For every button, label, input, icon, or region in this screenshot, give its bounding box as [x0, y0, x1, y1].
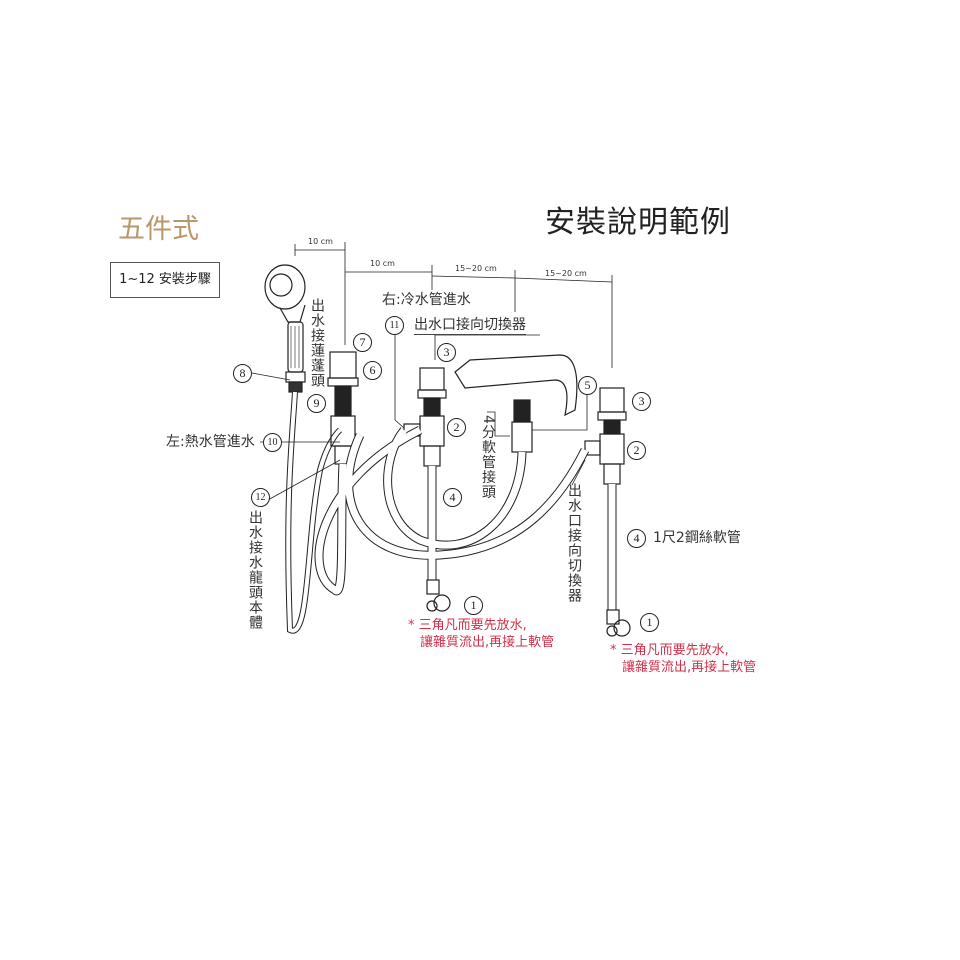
step-9: 9 [307, 394, 326, 413]
waterfall-spout [454, 354, 578, 417]
center-riser [403, 367, 447, 467]
note-2-line-1: * 三角凡而要先放水, [610, 643, 729, 658]
side-diverter-label: 出水口接向切換器 [566, 483, 582, 603]
angle-valve-right [606, 609, 631, 637]
step-4: 4 [443, 488, 462, 507]
step-1: 1 [464, 596, 483, 615]
shower-outlet-label: 出水接蓮蓬頭 [309, 298, 325, 388]
shower-head [264, 264, 306, 393]
step-3: 3 [632, 392, 651, 411]
hot-water-label: 左:熱水管進水 [166, 434, 255, 450]
angle-valve-left [426, 579, 451, 612]
step-8: 8 [233, 364, 252, 383]
hose-fitting-label: 4分軟管接頭 [480, 415, 496, 500]
step-7: 7 [353, 333, 372, 352]
step-12: 12 [251, 488, 270, 507]
steel-hose-label: 1尺2鋼絲軟管 [653, 530, 741, 546]
dimension-label: 10 cm [370, 259, 395, 268]
step-6: 6 [363, 361, 382, 380]
step-3: 3 [437, 343, 456, 362]
note-1-line-2: 讓雜質流出,再接上軟管 [420, 635, 555, 650]
step-1: 1 [640, 613, 659, 632]
step-2: 2 [447, 418, 466, 437]
step-11: 11 [385, 316, 404, 335]
note-1-line-1: * 三角凡而要先放水, [408, 618, 527, 633]
step-5: 5 [578, 376, 597, 395]
dimension-label: 15~20 cm [455, 264, 497, 273]
note-2-line-2: 讓雜質流出,再接上軟管 [622, 660, 757, 675]
step-4: 4 [627, 529, 646, 548]
step-10: 10 [263, 433, 282, 452]
right-riser [584, 387, 627, 485]
page-title: 安裝說明範例 [545, 205, 731, 240]
dimension-label: 10 cm [308, 237, 333, 246]
outlet-to-diverter-label: 出水口接向切換器 [414, 317, 526, 335]
faucet-outlet-label: 出水接水龍頭本體 [247, 510, 263, 630]
cold-water-label: 右:冷水管進水 [382, 292, 471, 308]
leader-lines [251, 334, 588, 501]
subtitle: 五件式 [118, 214, 199, 245]
step-2: 2 [627, 441, 646, 460]
dimension-label: 15~20 cm [545, 269, 587, 278]
dimension-lines [294, 242, 613, 368]
steps-box: 1~12 安裝步驟 [110, 262, 220, 298]
